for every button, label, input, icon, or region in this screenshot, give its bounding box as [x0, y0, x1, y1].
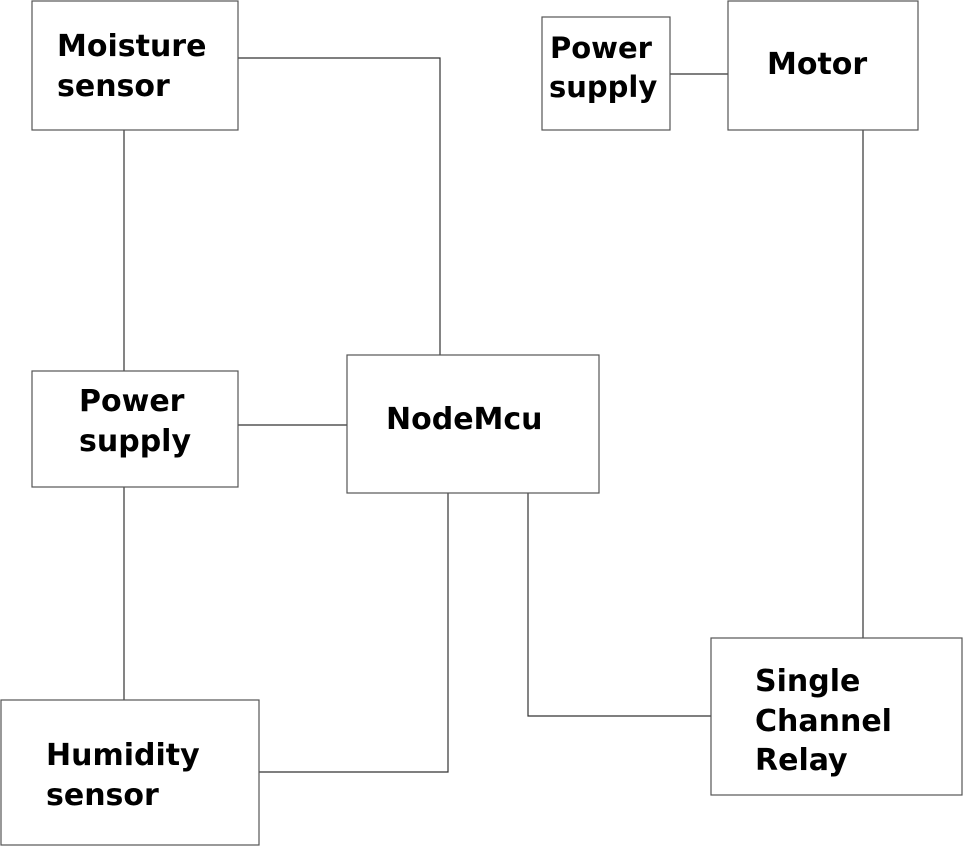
- power-supply-top-label-line2: supply: [549, 70, 657, 104]
- nodemcu-block: NodeMcu: [346, 354, 600, 494]
- relay-block: Single Channel Relay: [710, 637, 963, 796]
- power-supply-top-block: Power supply: [541, 16, 671, 131]
- nodemcu-label: NodeMcu: [386, 402, 543, 437]
- wire-humidity-to-nodemcu: [259, 493, 449, 773]
- power-supply-top-label-line1: Power: [550, 31, 653, 65]
- wire-nodemcu-to-relay: [527, 493, 711, 717]
- motor-block: Motor: [727, 0, 919, 131]
- relay-label-line1: Single: [755, 664, 860, 699]
- humidity-sensor-label-line2: sensor: [46, 778, 159, 813]
- wires: [123, 57, 864, 773]
- motor-label: Motor: [767, 47, 867, 82]
- humidity-sensor-label-line1: Humidity: [46, 738, 200, 773]
- power-supply-left-label-line1: Power: [79, 384, 185, 419]
- power-supply-left-block: Power supply: [31, 370, 239, 488]
- moisture-sensor-label-line1: Moisture: [57, 29, 206, 64]
- wire-moisture-to-nodemcu: [238, 57, 441, 355]
- power-supply-left-label-line2: supply: [79, 424, 191, 459]
- relay-label-line3: Relay: [755, 743, 848, 778]
- moisture-sensor-block: Moisture sensor: [31, 0, 239, 131]
- moisture-sensor-label-line2: sensor: [57, 69, 170, 104]
- humidity-sensor-block: Humidity sensor: [0, 699, 260, 846]
- relay-label-line2: Channel: [755, 704, 892, 739]
